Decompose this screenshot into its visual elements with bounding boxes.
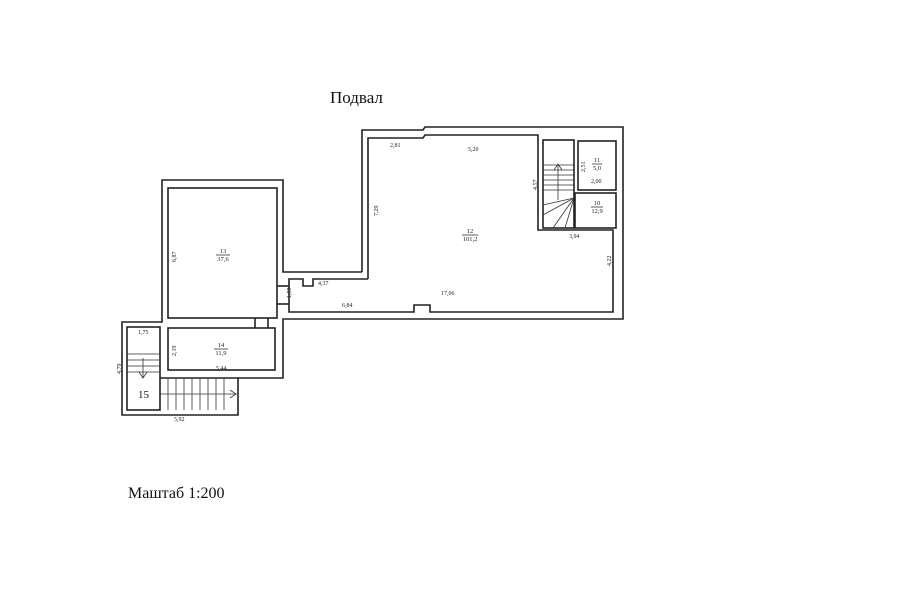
room-13-number: 13	[220, 248, 227, 255]
dim-label: 2,00	[591, 179, 602, 185]
dim-label: 4,22	[607, 256, 613, 267]
plan-title: Подвал	[330, 88, 383, 107]
dim-label: 1,75	[138, 330, 149, 336]
dim-label: 5,44	[216, 366, 227, 372]
dim-label: 5,92	[174, 417, 185, 423]
room-10-number: 10	[594, 200, 601, 207]
room-11-number: 11	[594, 157, 600, 164]
dim-label: 3,94	[569, 234, 580, 240]
dim-label: 2,81	[390, 143, 401, 149]
room-10-area: 12,9	[591, 208, 602, 215]
dim-label: 4,37	[318, 281, 329, 287]
plan-scale: Маштаб 1:200	[128, 485, 225, 502]
dim-label: 4,79	[117, 364, 123, 375]
room-12-number: 12	[467, 228, 474, 235]
staircase-west	[127, 353, 237, 410]
dim-label: 6,87	[172, 252, 178, 263]
room-13-area: 37,6	[217, 256, 229, 263]
staircase-north	[542, 163, 575, 229]
room-14-area: 11,9	[215, 350, 226, 357]
room-labels: 11 5,0 10 12,9 12 101,2 13 37,6 14 11,9 …	[138, 157, 603, 401]
dim-label: 4,57	[533, 180, 539, 191]
dim-label: 2,19	[172, 346, 178, 357]
room-14-number: 14	[218, 342, 225, 349]
dim-label: 17,06	[441, 291, 455, 297]
room-11-area: 5,0	[593, 165, 601, 172]
dim-label: 1,59	[287, 288, 293, 299]
dim-label: 6,84	[342, 303, 353, 309]
walls	[121, 126, 624, 416]
dim-label: 5,20	[468, 147, 479, 153]
dim-label: 2,51	[581, 162, 587, 173]
room-12-area: 101,2	[463, 236, 478, 243]
dimension-labels: 2,81 5,20 7,29 4,57 2,51 2,00 3,94 4,22 …	[117, 143, 613, 423]
dim-label: 7,29	[374, 206, 380, 217]
room-15-number: 15	[138, 389, 150, 401]
